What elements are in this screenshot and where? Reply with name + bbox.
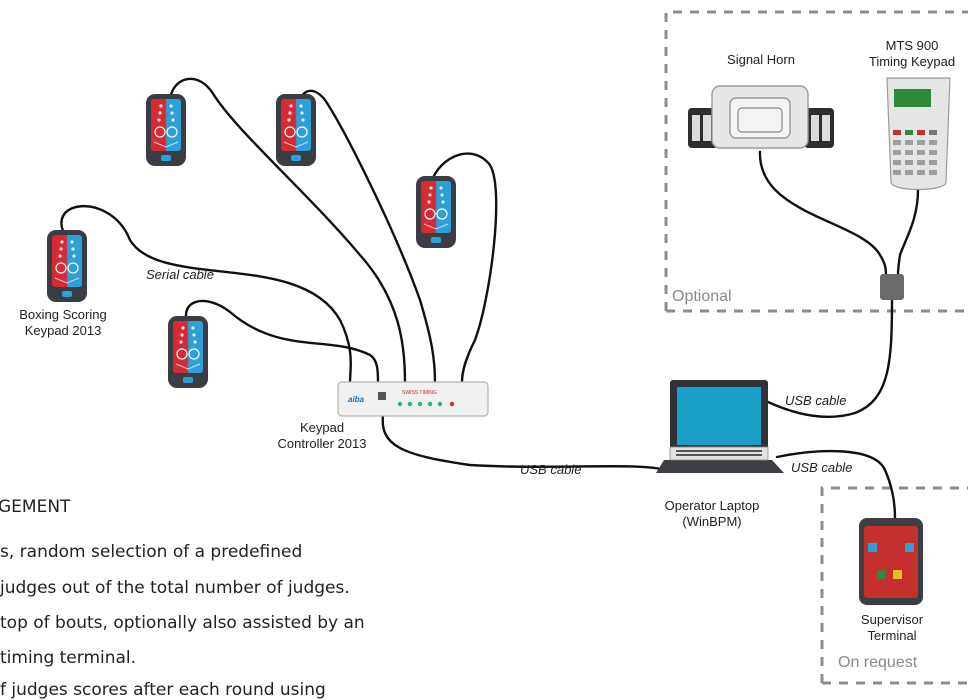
scoring-keypad-icon: [167, 315, 209, 389]
usb-cable-controller-label: USB cable: [520, 462, 582, 477]
mts-900-label-line2: Timing Keypad: [868, 54, 956, 69]
splitter-icon: [880, 274, 904, 300]
serial-cable-label: Serial cable: [146, 267, 214, 282]
cable-controller-laptop: [381, 413, 667, 472]
laptop-label-line1: Operator Laptop: [664, 498, 760, 513]
scoring-keypad-icon: [415, 175, 457, 249]
controller-label-line1: Keypad: [299, 420, 345, 435]
cables: [60, 77, 920, 520]
cable-keypad-left: [60, 205, 352, 384]
cable-horn-splitter: [758, 150, 888, 276]
cable-keypad-right: [428, 152, 498, 384]
timing-keypad-icon: [886, 77, 951, 191]
body-line-1: s, random selection of a predefined: [0, 542, 303, 562]
cable-keypad-top-mid: [298, 89, 437, 384]
boxing-keypad-label-line1: Boxing Scoring: [19, 307, 107, 322]
boxing-keypad-label-line2: Keypad 2013: [24, 323, 102, 338]
on-request-box-border: [820, 486, 968, 685]
on-request-box-label: On request: [838, 654, 918, 671]
body-line-5: f judges scores after each round using: [0, 680, 326, 700]
cable-keypad-top-left: [168, 77, 407, 384]
scoring-keypad-icon: [46, 229, 88, 303]
supervisor-terminal-icon: [859, 518, 923, 605]
laptop-icon: [656, 380, 784, 473]
controller-label-line2: Controller 2013: [277, 436, 367, 451]
supervisor-label-line1: Supervisor: [860, 612, 924, 627]
mts-900-label-line1: MTS 900: [885, 38, 939, 53]
cable-mts-splitter: [896, 188, 920, 276]
optional-box-label: Optional: [672, 288, 732, 305]
section-heading: GEMENT: [0, 497, 71, 517]
laptop-label-line2: (WinBPM): [682, 514, 742, 529]
aiba-logo-text: aiba: [348, 395, 365, 404]
optional-box-border: [664, 10, 968, 313]
cable-splitter-laptop: [766, 298, 894, 418]
signal-horn-label: Signal Horn: [727, 52, 795, 67]
usb-cable-top-label: USB cable: [785, 393, 847, 408]
body-line-4: timing terminal.: [0, 648, 137, 668]
body-line-3: top of bouts, optionally also assisted b…: [0, 613, 365, 633]
body-line-2: judges out of the total number of judges…: [0, 578, 350, 598]
swiss-timing-logo-text: SWISS TIMING: [402, 390, 437, 396]
scoring-keypad-icon: [275, 93, 317, 167]
scoring-keypad-icon: [145, 93, 187, 167]
keypad-controller-icon: [337, 381, 489, 417]
usb-cable-right-label: USB cable: [791, 460, 853, 475]
cable-keypad-bottom: [184, 299, 380, 384]
cable-laptop-supervisor: [775, 449, 897, 520]
signal-horn-icon: [688, 85, 834, 149]
supervisor-label-line2: Terminal: [867, 628, 917, 643]
